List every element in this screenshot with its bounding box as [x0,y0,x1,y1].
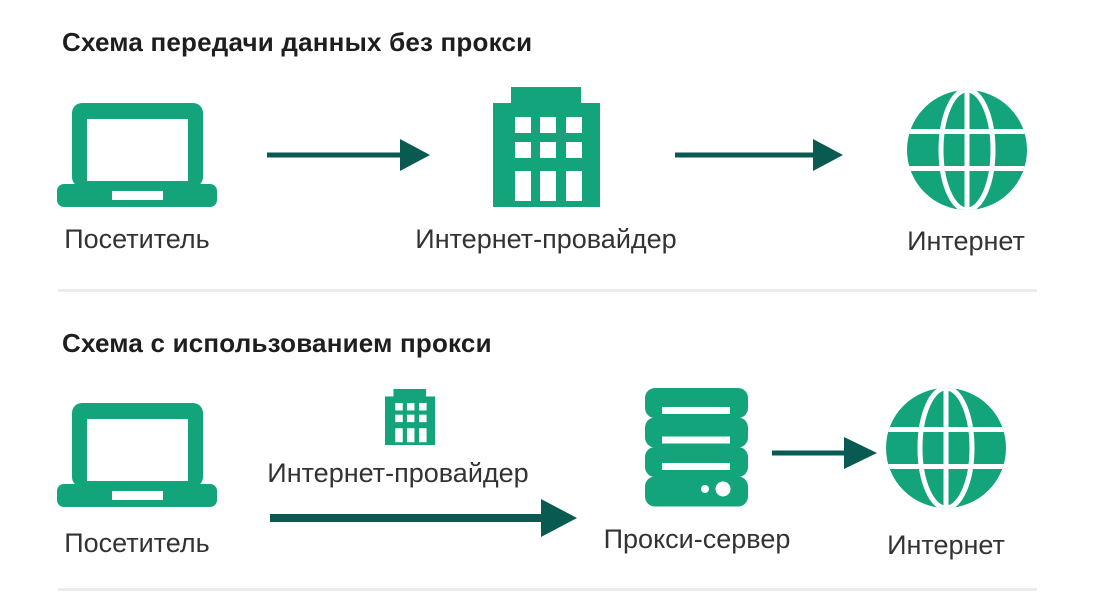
section-divider [58,289,1037,292]
node-label: Интернет-провайдер [415,224,677,254]
arrow-right-icon [270,499,577,537]
node-label: Посетитель [64,528,210,558]
node-label: Посетитель [64,224,210,254]
laptop-icon [57,403,217,507]
server-icon [645,388,748,507]
building-icon [385,387,435,447]
building-icon [493,87,600,207]
globe-icon [886,388,1006,508]
node-label: Прокси-сервер [603,524,791,554]
section-divider [58,588,1037,591]
node-label: Интернет [887,530,1005,560]
node-label: Интернет [907,226,1025,256]
section-title: Схема передачи данных без прокси [62,27,533,57]
node-label: Интернет-провайдер [267,458,529,488]
globe-icon [907,90,1027,210]
arrow-right-icon [772,437,877,469]
laptop-icon [57,103,217,207]
arrow-right-icon [675,139,843,171]
section-title: Схема с использованием прокси [62,328,492,358]
arrow-right-icon [267,139,430,171]
